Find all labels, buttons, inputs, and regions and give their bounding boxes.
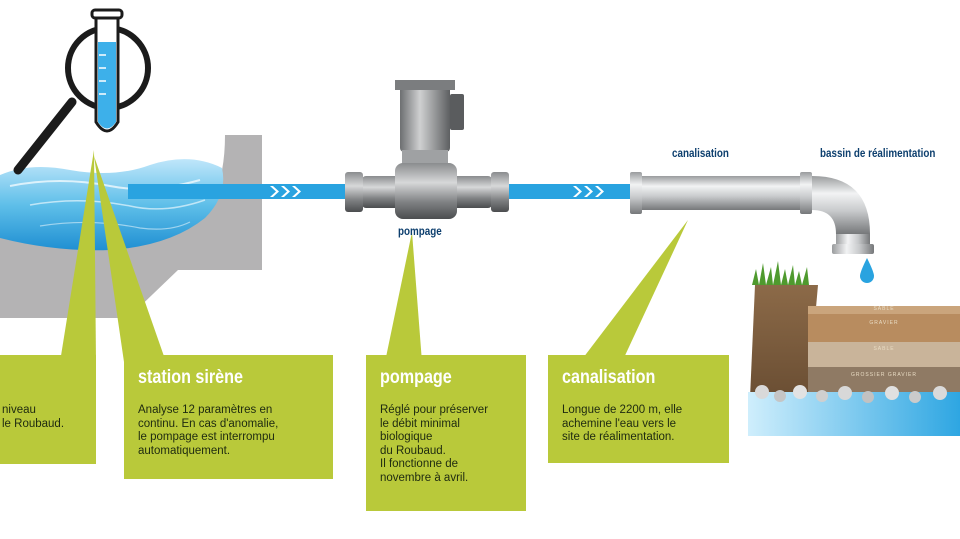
recharge-basin [748, 261, 960, 436]
callout-text: Longue de 2200 m, elle achemine l'eau ve… [562, 404, 683, 443]
soil-layer-label: GRAVIER [869, 320, 899, 326]
callout-text: Réglé pour préserver le débit minimal bi… [380, 404, 489, 484]
callout-station-sirene: station sirène Analyse 12 paramètres en … [124, 355, 333, 479]
callout-title: station sirène [138, 367, 244, 388]
callout-niveau: niveau le Roubaud. [0, 355, 96, 464]
callout-title: pompage [380, 367, 452, 388]
chevrons-icon [270, 186, 604, 197]
callout-pointer-4 [580, 220, 688, 362]
canalisation-pipe [630, 172, 874, 254]
magnifier-icon [13, 25, 151, 175]
callout-canalisation: canalisation Longue de 2200 m, elle ache… [548, 355, 729, 463]
soil-layer-label: SABLE [873, 346, 895, 352]
callout-title: canalisation [562, 367, 656, 388]
soil-layer-label: SABLE [873, 306, 895, 312]
test-tube-icon [90, 8, 124, 133]
callout-pointer-1 [60, 150, 96, 362]
callout-niveau-text: niveau le Roubaud. [2, 404, 65, 430]
canalisation-label: canalisation [672, 146, 729, 160]
callout-text: Analyse 12 paramètres en continu. En cas… [138, 404, 279, 457]
callout-pointer-2 [94, 156, 166, 362]
pump-icon [345, 80, 509, 219]
callout-pompage: pompage Réglé pour préserver le débit mi… [366, 355, 526, 511]
river-basin [0, 135, 262, 318]
soil-layer-label: GROSSIER GRAVIER [851, 372, 917, 378]
water-drop-icon [860, 258, 874, 283]
recharge-basin-label: bassin de réalimentation [820, 146, 936, 160]
callout-pointer-3 [385, 232, 422, 362]
soil-layers: SABLE GRAVIER SABLE GROSSIER GRAVIER [808, 306, 960, 398]
pump-label: pompage [398, 224, 442, 238]
